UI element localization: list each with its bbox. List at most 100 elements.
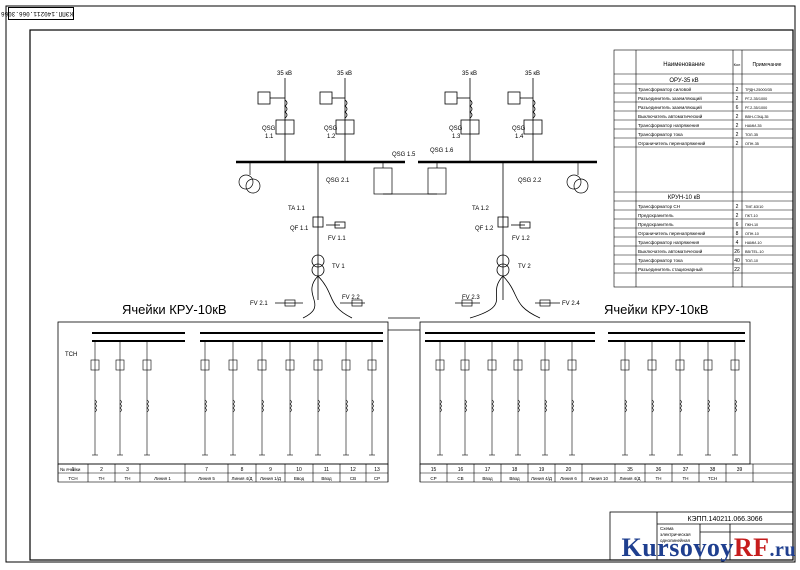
cell-number: 13 xyxy=(374,467,380,473)
cell-number: 35 xyxy=(627,467,633,473)
spec-col-name: Наименование xyxy=(663,62,705,68)
spec-row-name: Ограничитель перенапряжений xyxy=(638,140,706,146)
stamp-title-line: электрическая xyxy=(660,532,691,537)
spec-row-note: ТОЛ-10 xyxy=(745,259,758,263)
cell-number: 39 xyxy=(737,467,743,473)
spec-row-name: Предохранитель xyxy=(638,222,674,227)
fv-1-2-label: FV 1.2 xyxy=(512,236,530,242)
qsg-1-6-label: QSG 1.6 xyxy=(430,148,454,154)
spec-row-note: НАМИ-10 xyxy=(745,241,762,245)
spec-row-note: ТМГ-63/10 xyxy=(745,205,763,209)
cell-name: ТН xyxy=(656,476,662,481)
kru-title-right: Ячейки КРУ-10кВ xyxy=(604,302,709,317)
spec-row-note: ОПН-35 xyxy=(745,142,759,146)
qf-1-2-label: QF 1.2 xyxy=(475,226,494,232)
spec-row-note: ПКН-10 xyxy=(745,223,758,227)
spec-row-qty: 26 xyxy=(734,249,740,255)
cell-number: 9 xyxy=(269,467,272,473)
cell-number: 20 xyxy=(566,467,572,473)
cell-name: Линия 10 xyxy=(589,476,609,481)
cell-number: 17 xyxy=(485,467,491,473)
cell-number: 15 xyxy=(431,467,437,473)
spec-row-name: Трансформатор силовой xyxy=(638,86,692,92)
voltage-label-35kv: 35 кВ xyxy=(277,71,292,77)
cell-name: СР xyxy=(430,476,436,481)
cell-number: 7 xyxy=(205,467,208,473)
qsg-label: 1.1 xyxy=(265,134,274,140)
spec-row-name: Трансформатор тока xyxy=(638,132,683,137)
qsg-label: 1.4 xyxy=(515,134,524,140)
spec-row-qty: 40 xyxy=(734,258,740,264)
cell-name: Ввод xyxy=(294,476,305,481)
spec-row-name: Трансформатор тока xyxy=(638,258,683,263)
cell-name: Линия 4/Д xyxy=(531,476,552,481)
cell-number: 11 xyxy=(324,467,329,473)
cell-name: Линия 4/Д xyxy=(620,476,641,481)
voltage-label-35kv: 35 кВ xyxy=(337,71,352,77)
cell-name: ТН xyxy=(125,476,131,481)
fv-2-2-label: FV 2.2 xyxy=(342,295,360,301)
qsg-label: QSG xyxy=(324,126,338,132)
qsg-label: QSG xyxy=(512,126,526,132)
ta-1-1-label: TA 1.1 xyxy=(288,206,306,212)
ta-1-2-label: TA 1.2 xyxy=(472,206,490,212)
cell-number: 36 xyxy=(656,467,662,473)
qsg-1-5-label: QSG 1.5 xyxy=(392,152,416,158)
cell-name: Ввод xyxy=(482,476,493,481)
spec-row-qty: 2 xyxy=(736,114,739,120)
cell-name: ТСН xyxy=(68,476,77,481)
cell-name: Линия 4/Д xyxy=(232,476,253,481)
cell-number: 16 xyxy=(458,467,464,473)
fv-2-4-label: FV 2.4 xyxy=(562,301,580,307)
cell-name: ТН xyxy=(99,476,105,481)
spec-row-name: Выключатель автоматический xyxy=(638,248,703,254)
fv-1-1-label: FV 1.1 xyxy=(328,236,346,242)
cell-number: 37 xyxy=(683,467,689,473)
cell-number: 12 xyxy=(350,467,356,473)
spec-row-name: Выключатель автоматический xyxy=(638,113,703,119)
cell-name: Линия 1/Д xyxy=(260,476,281,481)
qsg-label: QSG xyxy=(262,126,276,132)
spec-row-name: Ограничитель перенапряжений xyxy=(638,230,706,236)
spec-section-ory: ОРУ-35 кВ xyxy=(669,78,698,84)
qsg-2-2-label: QSG 2.2 xyxy=(518,178,542,184)
doc-code-title-block: КЭПП.140211.066.3066 xyxy=(687,516,762,523)
qf-1-1-label: QF 1.1 xyxy=(290,226,309,232)
voltage-label-35kv: 35 кВ xyxy=(525,71,540,77)
spec-row-qty: 2 xyxy=(736,123,739,129)
tv-1-label: TV 1 xyxy=(332,264,345,270)
spec-row-note: РГ.2-35/1000 xyxy=(745,97,767,101)
cell-name: ТН xyxy=(683,476,689,481)
spec-row-note: НАМИ-35 xyxy=(745,124,762,128)
cell-name: Линия 6 xyxy=(560,476,577,481)
spec-row-name: Разъединитель заземляющий xyxy=(638,95,702,101)
spec-row-qty: 2 xyxy=(736,141,739,147)
cell-number: 10 xyxy=(296,467,302,473)
spec-row-note: ВВН-СЭЩ-35 xyxy=(745,115,769,119)
cell-number: 38 xyxy=(710,467,716,473)
qsg-label: 1.2 xyxy=(327,134,336,140)
spec-col-qty: Кол xyxy=(734,62,741,67)
cell-number: 3 xyxy=(126,467,129,473)
spec-row-qty: 8 xyxy=(736,231,739,237)
cell-name: ТСН xyxy=(708,476,717,481)
spec-row-name: Трансформатор напряжения xyxy=(638,123,700,128)
spec-row-note: ВВ/TEL-10 xyxy=(745,250,764,254)
spec-row-qty: 6 xyxy=(736,222,739,228)
doc-code-stamp-top: КЭПП.140211.066.3066 xyxy=(1,7,74,20)
spec-section-kru: КРУН-10 кВ xyxy=(668,195,700,201)
kru-title-left: Ячейки КРУ-10кВ xyxy=(122,302,227,317)
spec-row-qty: 2 xyxy=(736,132,739,138)
qsg-label: 1.3 xyxy=(452,134,461,140)
spec-row-note: ТОЛ-35 xyxy=(745,133,758,137)
spec-row-qty: 2 xyxy=(736,96,739,102)
cell-number: 19 xyxy=(539,467,545,473)
cell-name: СР xyxy=(374,476,380,481)
spec-row-name: Разъединитель стационарный xyxy=(638,266,703,272)
qsg-2-1-label: QSG 2.1 xyxy=(326,178,350,184)
cell-number-header: № ячейки xyxy=(60,466,81,472)
spec-row-note: ПКТ-10 xyxy=(745,214,758,218)
spec-row-note: РГ.2-35/1000 xyxy=(745,106,767,110)
